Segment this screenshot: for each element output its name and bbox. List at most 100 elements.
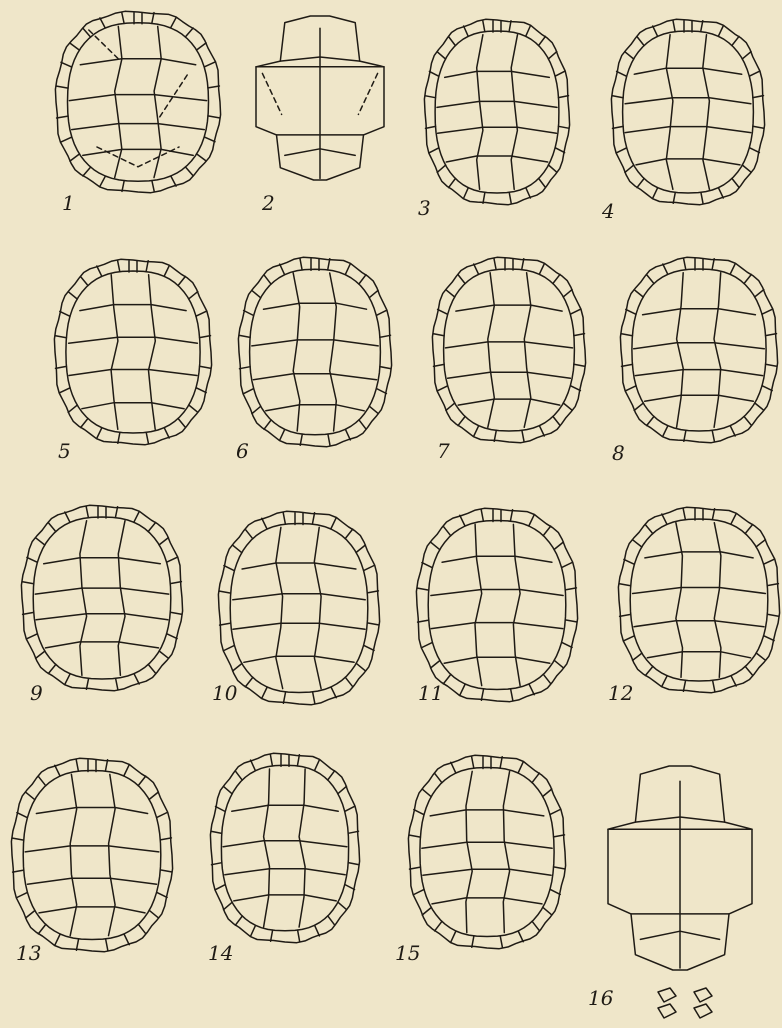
marginal-division (562, 563, 573, 568)
marginal-division (224, 902, 233, 909)
marginal-division (124, 934, 129, 945)
marginal-division (200, 366, 211, 368)
vertebral-right-edge (524, 273, 531, 428)
figure-11: 11 (416, 508, 577, 705)
marginal-division (559, 96, 569, 98)
scute-division (83, 149, 193, 155)
marginal-division (653, 26, 658, 36)
figure-number: 3 (418, 196, 431, 220)
vertebral-right-edge (299, 769, 305, 927)
marginal-division (338, 902, 347, 909)
marginal-division (543, 674, 551, 684)
marginal-division (83, 28, 91, 37)
scute-fragment (694, 1004, 712, 1018)
figure-number: 11 (418, 681, 443, 705)
marginal-division (443, 526, 451, 536)
marginal-division (633, 540, 642, 547)
marginal-division (283, 513, 285, 524)
marginal-division (208, 116, 219, 118)
marginal-division (662, 676, 667, 686)
marginal-division (245, 677, 253, 687)
marginal-division (157, 813, 168, 818)
marginal-division (532, 921, 539, 931)
scute-division (645, 395, 754, 401)
marginal-division (767, 614, 778, 616)
scute-division (442, 556, 552, 562)
marginal-division (233, 545, 242, 553)
marginal-division (345, 885, 355, 890)
marginal-division (684, 259, 686, 270)
marginal-division (410, 867, 421, 869)
marginal-division (732, 179, 739, 188)
marginal-division (300, 259, 302, 270)
marginal-division (185, 28, 193, 37)
marginal-division (446, 403, 455, 410)
marginal-division (297, 755, 299, 766)
marginal-division (48, 523, 56, 532)
figure-number: 10 (212, 681, 238, 705)
carapace-outline (11, 758, 172, 951)
marginal-division (554, 542, 563, 550)
marginal-division (626, 386, 636, 391)
marginal-division (369, 406, 378, 413)
marginal-division (105, 760, 107, 771)
marginal-division (100, 18, 105, 28)
marginal-division (376, 389, 386, 394)
vertebral-left-edge (677, 273, 684, 428)
marginal-division (625, 165, 634, 172)
carapace-outline (238, 257, 391, 446)
marginal-division (645, 525, 653, 534)
carapace-outline (432, 257, 585, 442)
marginal-division (620, 614, 631, 616)
marginal-division (684, 430, 686, 441)
marginal-division (494, 259, 496, 270)
marginal-division (262, 518, 267, 529)
marginal-division (146, 261, 148, 272)
figure-7: 7 (432, 257, 585, 463)
figure-number: 1 (62, 191, 75, 215)
marginal-division (159, 538, 168, 545)
marginal-division (624, 636, 635, 641)
marginal-division (510, 510, 512, 521)
marginal-division (359, 420, 366, 429)
scute-division (225, 869, 345, 875)
marginal-division (451, 931, 456, 942)
marginal-division (97, 428, 102, 438)
marginal-division (518, 762, 523, 773)
vertebral-left-edge (466, 771, 472, 932)
marginal-division (264, 275, 271, 284)
scute-division (456, 305, 562, 311)
marginal-division (328, 916, 335, 925)
marginal-division (70, 154, 80, 161)
marginal-division (118, 261, 120, 272)
marginal-division (36, 538, 45, 545)
marginal-division (197, 43, 207, 50)
marginal-division (197, 154, 207, 161)
figure-number: 9 (30, 681, 43, 705)
marginal-division (437, 52, 445, 59)
marginal-division (138, 776, 146, 786)
scute-division (253, 374, 376, 380)
carapace-outline (218, 511, 379, 704)
marginal-division (27, 557, 38, 562)
marginal-division (637, 37, 644, 46)
marginal-division (418, 620, 429, 622)
marginal-division (613, 96, 624, 98)
marginal-division (36, 651, 45, 658)
marginal-division (38, 924, 46, 934)
marginal-division (634, 403, 643, 410)
marginal-division (617, 71, 627, 76)
marginal-division (549, 165, 557, 172)
marginal-division (713, 680, 715, 691)
figure-number: 5 (58, 439, 71, 463)
scute-division (72, 124, 205, 130)
marginal-division (61, 62, 72, 67)
marginal-division (526, 188, 531, 198)
figure-5: 5 (54, 259, 211, 463)
marginal-division (539, 264, 544, 274)
vertebral-right-edge (118, 521, 125, 676)
vertebral-right-edge (511, 35, 517, 190)
scute-division (458, 399, 560, 405)
vertebral-right-edge (330, 273, 337, 431)
scute-division (445, 71, 550, 77)
